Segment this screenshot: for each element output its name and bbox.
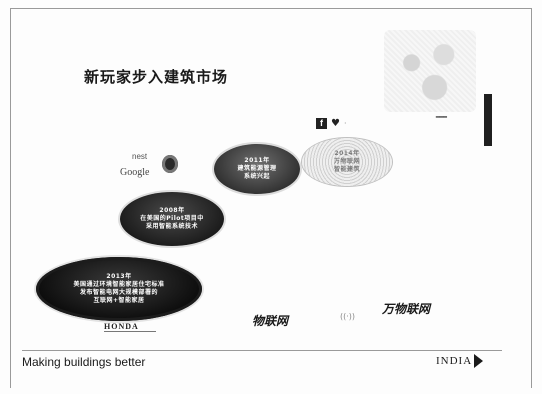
frame-right <box>531 8 532 388</box>
ioe-label: 万物联网 <box>382 302 431 316</box>
ellipse-text: 2008年 在美国的Pilot项目中 采用智能系统技术 <box>140 207 204 230</box>
ellipse-text: 2014年 万物联网 智能建筑 <box>333 150 360 173</box>
ellipse-2011: 2011年 建筑能源管理 系统兴起 <box>214 144 300 194</box>
heart-icon: ♥ <box>331 118 340 129</box>
ellipse-text: 2013年 美国通过环境智能家居住宅标准 发布智能电网大规模部署的 互联网+智能… <box>73 273 165 304</box>
nest-device-icon <box>162 155 178 173</box>
social-icons: f ♥ · <box>316 118 347 129</box>
ellipse-2013: 2013年 美国通过环境智能家居住宅标准 发布智能电网大规模部署的 互联网+智能… <box>36 257 202 321</box>
ellipse-2014: 2014年 万物联网 智能建筑 <box>302 138 392 186</box>
nest-logo: nest <box>132 152 148 161</box>
facebook-icon: f <box>316 118 327 129</box>
frame-top <box>10 8 532 9</box>
honda-underline <box>104 331 156 332</box>
arrow-icon <box>474 354 484 368</box>
footer-divider <box>22 350 502 351</box>
footer-logo: INDIA <box>436 354 484 368</box>
ellipse-2008: 2008年 在美国的Pilot项目中 采用智能系统技术 <box>120 192 224 246</box>
footer-logo-text: INDIA <box>436 355 473 367</box>
iot-label: 物联网 <box>252 314 289 328</box>
watermark-image <box>384 30 476 112</box>
dot-icon: · <box>343 119 347 128</box>
google-logo: Google <box>120 167 150 178</box>
accent-bar <box>484 94 492 146</box>
slide-title: 新玩家步入建筑市场 <box>84 68 229 86</box>
ellipse-text: 2011年 建筑能源管理 系统兴起 <box>237 157 277 180</box>
honda-logo: HONDA <box>104 322 139 331</box>
footer-tagline: Making buildings better <box>22 355 146 369</box>
wifi-icon: ((·)) <box>340 312 356 321</box>
frame-left <box>10 8 11 388</box>
brand-mark: ━━━ <box>436 115 447 121</box>
